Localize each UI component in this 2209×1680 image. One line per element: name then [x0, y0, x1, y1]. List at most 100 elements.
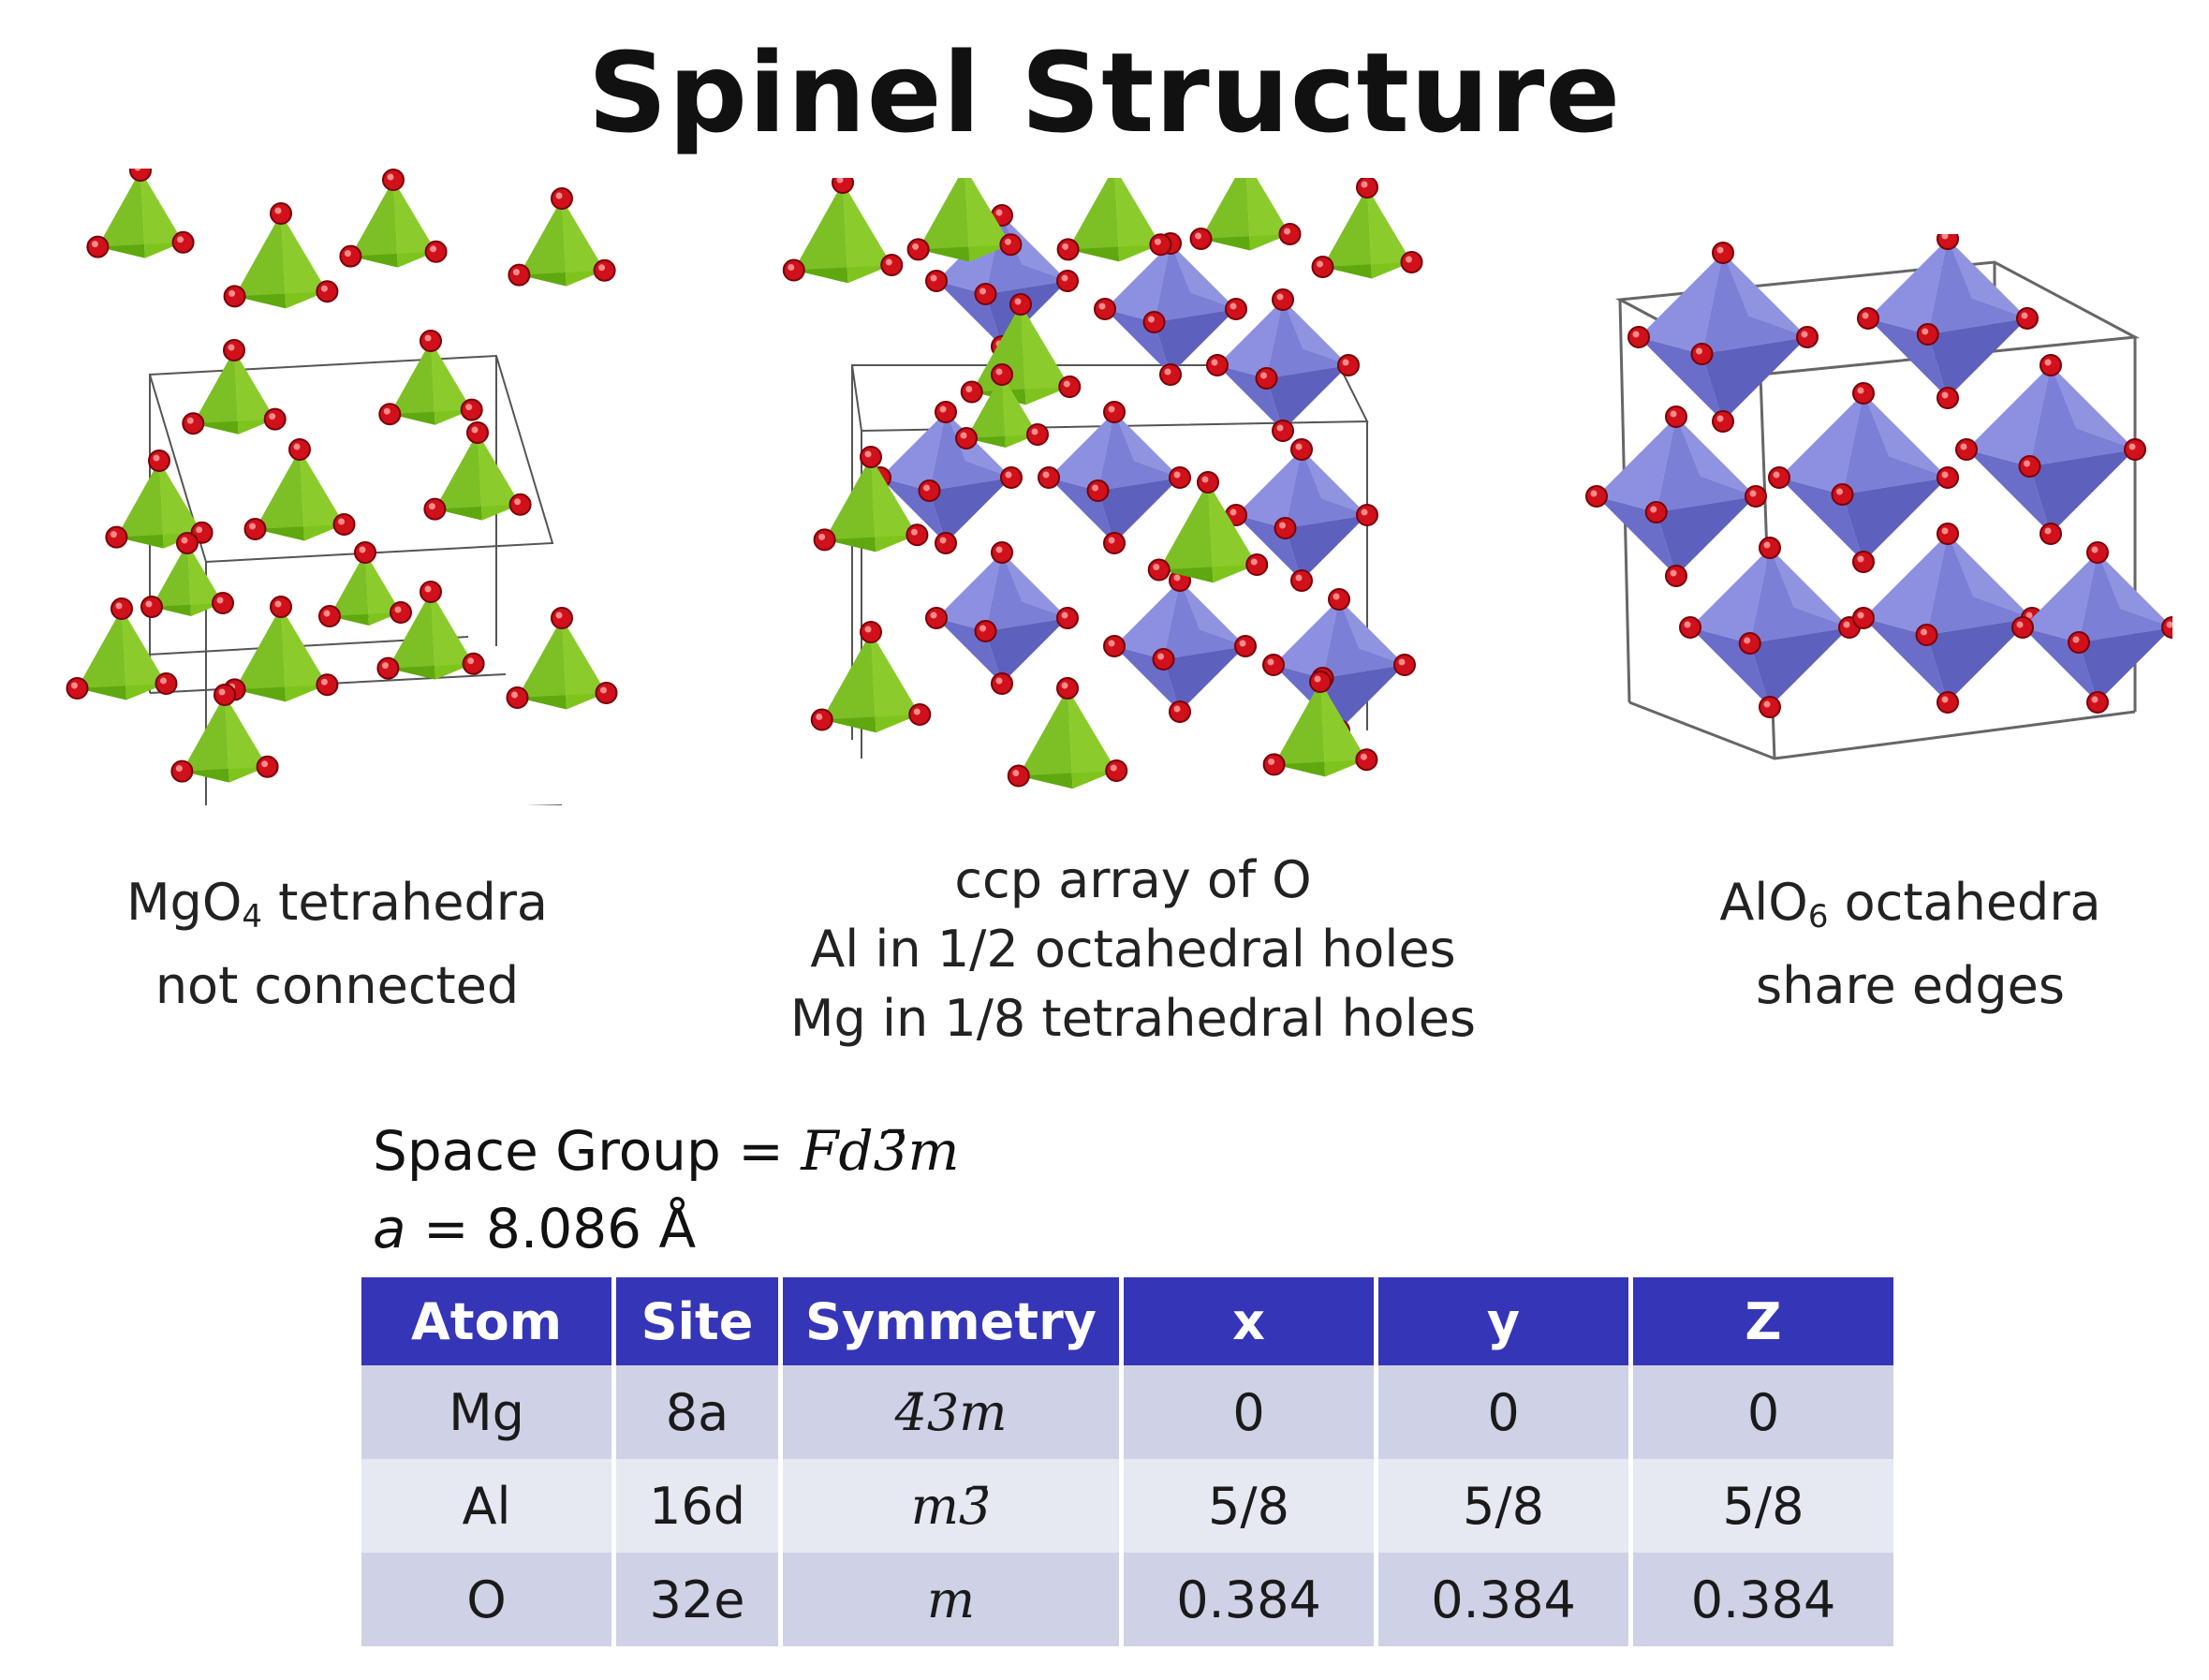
- oxygen-atom: [1665, 565, 1687, 587]
- caption-line-1: ccp array of O: [954, 850, 1312, 909]
- oxygen-atom: [354, 541, 376, 564]
- oxygen-atom: [1103, 401, 1126, 423]
- header-z: Z: [1633, 1277, 1893, 1365]
- caption-mgo4: MgO4 tetrahedra not connected: [75, 868, 599, 1021]
- oxygen-atom: [129, 169, 152, 182]
- oxygen-atom: [223, 339, 245, 361]
- tetrahedron: [193, 350, 275, 435]
- spinel-combined-structure: [758, 178, 1470, 833]
- tetrahedron: [434, 433, 521, 521]
- octahedron: [1966, 365, 2135, 534]
- oxygen-atom: [1852, 551, 1875, 573]
- octahedron: [1639, 253, 1807, 421]
- oxygen-atom: [1142, 311, 1166, 333]
- oxygen-atom: [918, 479, 941, 502]
- cell-site: 8a: [616, 1365, 783, 1459]
- octahedron: [1217, 300, 1348, 431]
- oxygen-atom: [1311, 256, 1334, 278]
- oxygen-atom: [508, 493, 532, 516]
- oxygen-atom: [1665, 405, 1687, 428]
- tetrahedron: [1322, 187, 1412, 279]
- tetrahedron: [517, 618, 607, 710]
- tetrahedron: [793, 183, 892, 284]
- oxygen-atom: [270, 202, 292, 225]
- tetrahedron: [519, 199, 605, 287]
- octahedra-group: [1585, 234, 2172, 718]
- oxygen-atom: [2068, 631, 2090, 654]
- tetrahedron: [1068, 178, 1161, 262]
- cell-z: 0.384: [1633, 1553, 1893, 1646]
- oxygen-atom: [316, 280, 339, 303]
- space-group: Space Group = Fd3̄m: [373, 1119, 960, 1183]
- cell-symmetry: m3̄: [783, 1459, 1124, 1553]
- oxygen-atom: [390, 601, 412, 624]
- oxygen-atom: [1147, 558, 1171, 582]
- tetrahedron: [255, 449, 345, 541]
- oxygen-atom: [1026, 423, 1049, 446]
- cell-atom: O: [361, 1553, 616, 1646]
- oxygen-atom: [906, 238, 930, 261]
- tetrahedron: [1158, 482, 1258, 583]
- oxygen-atom: [148, 449, 170, 472]
- oxygen-atom: [1290, 438, 1313, 461]
- oxygen-atom: [1915, 624, 1938, 646]
- page-title: Spinel Structure: [587, 28, 1622, 157]
- oxygen-atom: [1937, 466, 1959, 489]
- oxygen-atom: [1272, 288, 1294, 311]
- oxygen-atom: [1278, 223, 1302, 245]
- oxygen-atom: [1585, 485, 1608, 508]
- oxygen-atom: [935, 532, 957, 554]
- cell-x: 5/8: [1124, 1459, 1378, 1553]
- oxygen-atom: [974, 620, 997, 642]
- oxygen-atom: [1337, 354, 1360, 376]
- cell-symmetry: m: [783, 1553, 1124, 1646]
- oxygen-atom: [1712, 410, 1734, 433]
- tetrahedron: [234, 607, 328, 702]
- oxygen-atom: [860, 446, 882, 468]
- oxygen-atom: [1738, 632, 1761, 655]
- octahedron: [1236, 449, 1367, 581]
- oxygen-atom: [1189, 228, 1213, 250]
- oxygen-atom: [2040, 523, 2062, 545]
- atomic-positions-table: Atom Site Symmetry x y Z Mg 8a 4̄3m 0 0 …: [361, 1277, 1893, 1646]
- oxygen-atom: [1400, 251, 1423, 273]
- oxygen-atom: [955, 427, 978, 449]
- oxygen-atom: [860, 621, 882, 643]
- oxygen-atom: [1103, 635, 1126, 657]
- caption-ccp: ccp array of O Al in 1/2 octahedral hole…: [730, 846, 1536, 1054]
- oxygen-atom: [1852, 607, 1875, 629]
- oxygen-atom: [1255, 367, 1278, 390]
- tetrahedron: [234, 214, 328, 309]
- oxygen-atom: [212, 592, 234, 614]
- oxygen-atom: [1169, 700, 1191, 723]
- oxygen-atom: [1094, 298, 1116, 320]
- oxygen-atom: [1679, 616, 1701, 639]
- octahedron: [1690, 548, 1849, 707]
- oxygen-atom: [1759, 696, 1781, 718]
- oxygen-atom: [1038, 466, 1060, 489]
- octahedron: [1274, 599, 1405, 730]
- oxygen-atom: [595, 682, 618, 704]
- oxygen-atom: [1274, 517, 1297, 539]
- oxygen-atom: [551, 607, 573, 629]
- tetrahedron: [116, 461, 202, 549]
- oxygen-atom: [1197, 471, 1219, 494]
- oxygen-atom: [1644, 501, 1668, 523]
- oxygen-atom: [1056, 238, 1080, 261]
- tetrahedron: [182, 695, 268, 783]
- octahedron: [1049, 412, 1180, 543]
- oxygen-atom: [256, 755, 279, 778]
- oxygen-atom: [1937, 387, 1959, 409]
- table-header-row: Atom Site Symmetry x y Z: [361, 1277, 1893, 1365]
- header-symmetry: Symmetry: [783, 1277, 1124, 1365]
- space-group-label: Space Group =: [373, 1119, 802, 1183]
- oxygen-atom: [1262, 753, 1286, 776]
- oxygen-atom: [2018, 455, 2041, 478]
- structure-svg-2: [782, 178, 1423, 789]
- oxygen-atom: [813, 528, 836, 552]
- header-atom: Atom: [361, 1277, 616, 1365]
- oxygen-atom: [140, 596, 163, 618]
- octahedron: [1863, 534, 2032, 702]
- cell-symmetry: 4̄3m: [783, 1365, 1124, 1459]
- caption-line-2: not connected: [155, 956, 520, 1015]
